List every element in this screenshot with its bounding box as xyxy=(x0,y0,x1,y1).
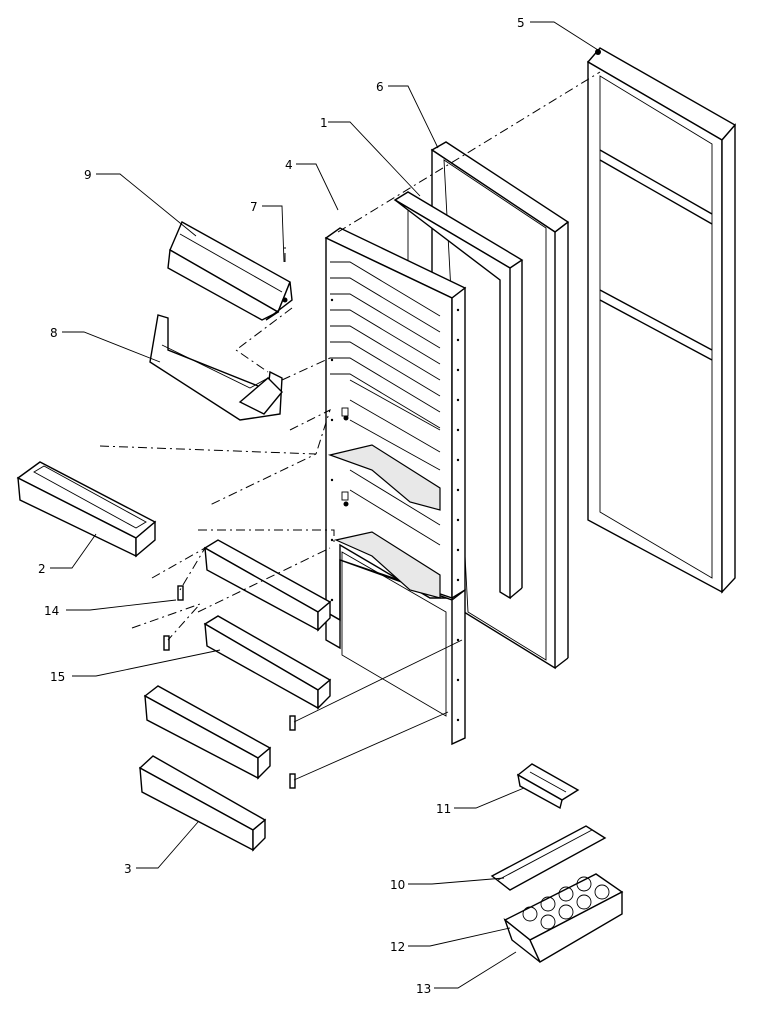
part-2-large-bin xyxy=(16,461,157,558)
callout-labels: 5 6 1 4 7 9 8 2 14 15 3 11 10 12 13 xyxy=(38,16,525,996)
callout-1: 1 xyxy=(320,116,328,130)
assembly-dashed-lines xyxy=(99,71,601,781)
callout-4: 4 xyxy=(285,158,293,172)
part-8-dairy-bin xyxy=(149,314,283,421)
part-1-door-liner xyxy=(393,191,524,600)
callout-9: 9 xyxy=(84,168,92,182)
part-11-small-tray xyxy=(516,763,580,810)
callout-8: 8 xyxy=(50,326,58,340)
leader-lines xyxy=(50,21,599,989)
callout-5: 5 xyxy=(517,16,525,30)
callout-10: 10 xyxy=(390,878,405,892)
callout-13: 13 xyxy=(416,982,431,996)
callout-7: 7 xyxy=(250,200,258,214)
callout-3: 3 xyxy=(124,862,132,876)
part-12-13-egg-tray xyxy=(503,873,624,963)
callout-6: 6 xyxy=(376,80,384,94)
liner-shelf-ribs xyxy=(330,261,441,471)
door-bins xyxy=(138,539,332,852)
liner-rivets xyxy=(330,298,460,722)
part-4-main-liner xyxy=(324,227,467,746)
callout-11: 11 xyxy=(436,802,451,816)
part-5-door-panel xyxy=(586,47,737,594)
callout-14: 14 xyxy=(44,604,59,618)
part-10-cover xyxy=(490,825,607,891)
part-9-dairy-cover xyxy=(167,221,293,321)
callout-2: 2 xyxy=(38,562,46,576)
callout-12: 12 xyxy=(390,940,405,954)
callout-15: 15 xyxy=(50,670,65,684)
